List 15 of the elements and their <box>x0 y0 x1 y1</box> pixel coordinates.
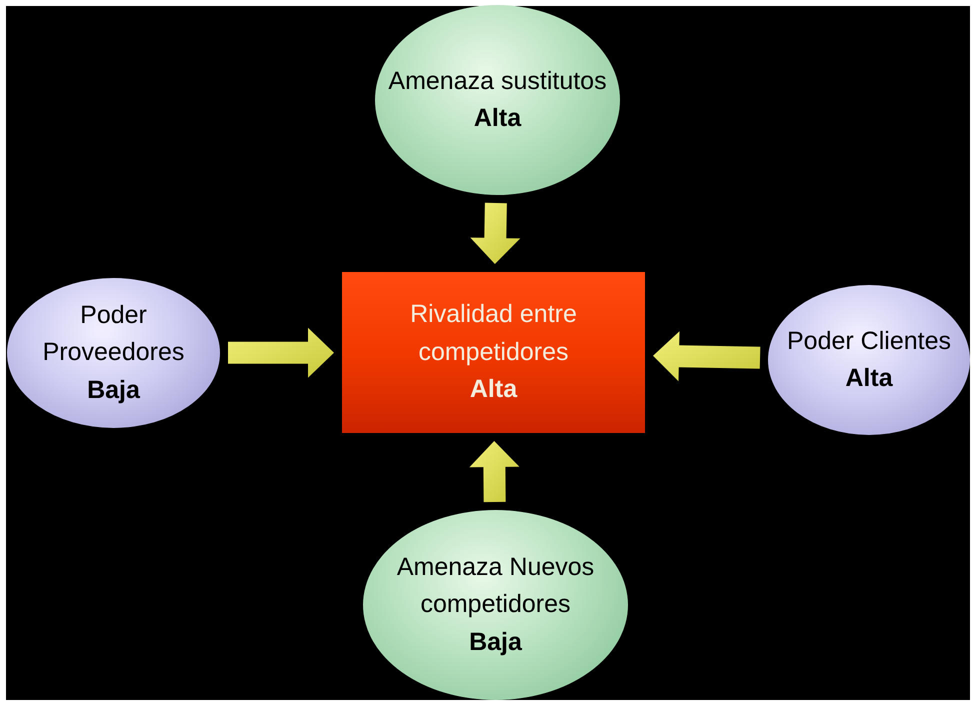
node-label: Amenaza Nuevos competidores <box>396 552 596 620</box>
rating-label: Baja <box>87 374 140 406</box>
node-label: Amenaza sustitutos <box>388 66 607 96</box>
block-arrow <box>470 202 520 264</box>
node-label: Rivalidad entre competidores <box>409 299 578 368</box>
rating-label: Alta <box>470 374 518 406</box>
rating-label: Baja <box>469 626 522 658</box>
block-arrow <box>653 331 760 382</box>
block-arrow <box>469 441 520 502</box>
rating-label: Alta <box>845 363 893 394</box>
process-box <box>342 272 645 433</box>
node-label: Poder Clientes <box>787 326 951 356</box>
node-label: Poder Proveedores <box>42 300 186 368</box>
rating-label: Alta <box>474 103 522 134</box>
block-arrow <box>228 328 334 378</box>
